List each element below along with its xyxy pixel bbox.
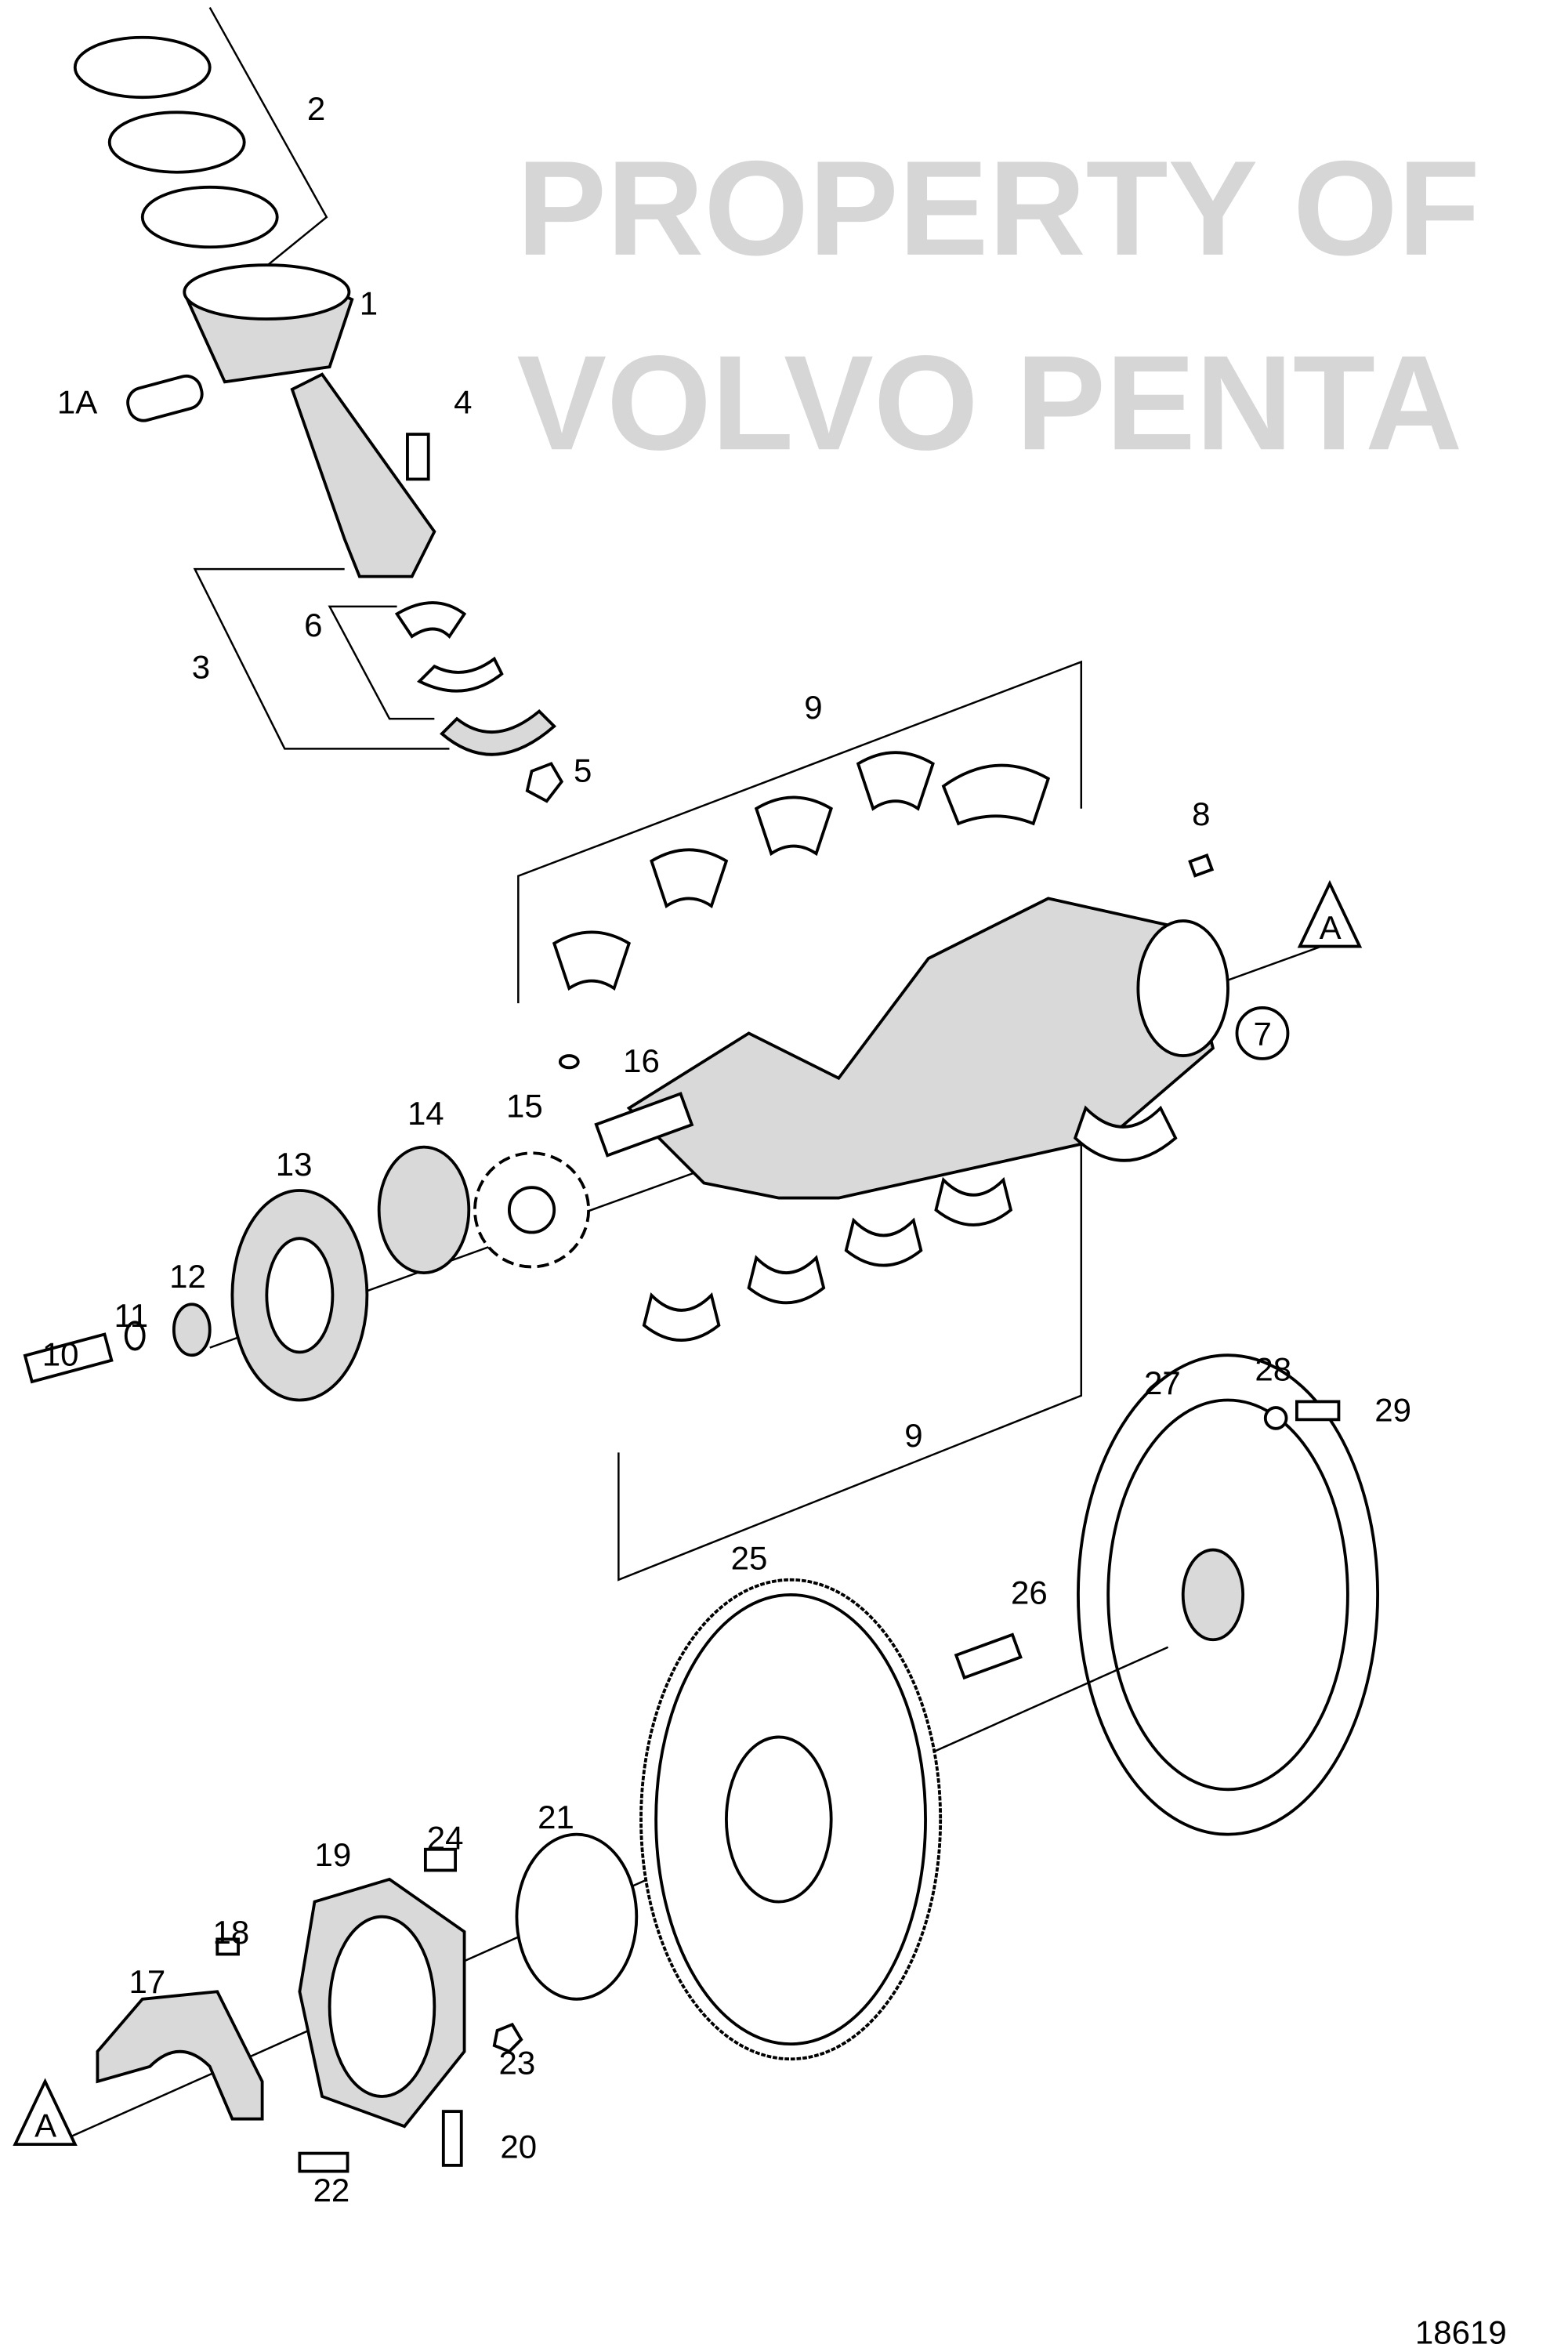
stud-20 <box>441 2110 463 2167</box>
callout-5: 5 <box>574 752 592 788</box>
rod-cap <box>440 709 557 756</box>
callout-15: 15 <box>506 1087 543 1124</box>
wear-ring <box>515 1832 639 2001</box>
section-marker-bottom-label: A <box>34 2107 56 2144</box>
section-marker-bottom: A <box>13 2078 78 2147</box>
callout-14: 14 <box>407 1095 444 1132</box>
washer <box>172 1303 212 1357</box>
callout-1A: 1A <box>57 383 97 420</box>
flywheel-bolt <box>954 1632 1023 1680</box>
callout-11: 11 <box>114 1297 148 1334</box>
main-bearings-upper <box>552 751 1051 991</box>
piston <box>183 263 354 384</box>
watermark: PROPERTY OF VOLVO PENTA <box>516 133 1479 478</box>
watermark-line-1: PROPERTY OF <box>516 133 1479 284</box>
bearing-cap <box>96 1990 264 2121</box>
dowel-pin <box>1188 853 1215 878</box>
flywheel <box>639 1578 943 2061</box>
dowel <box>215 1937 240 1956</box>
callout-4: 4 <box>454 383 472 420</box>
callout-23: 23 <box>499 2044 536 2081</box>
callout-6: 6 <box>304 607 322 643</box>
crankshaft <box>209 897 1331 1349</box>
callout-9: 9 <box>904 1417 922 1454</box>
callout-9: 9 <box>804 689 822 726</box>
piston-pin <box>126 374 204 422</box>
piston-rings <box>73 35 279 249</box>
section-marker-top-label: A <box>1320 909 1342 946</box>
callout-27: 27 <box>1144 1364 1181 1401</box>
flexplate <box>1077 1353 1380 1836</box>
connecting-rod <box>290 372 436 578</box>
callout-1: 1 <box>360 284 378 321</box>
callout-10: 10 <box>42 1336 79 1373</box>
callout-16: 16 <box>623 1042 660 1079</box>
plug <box>558 1054 580 1070</box>
callout-18: 18 <box>213 1914 250 1951</box>
spacer-washer <box>124 1321 146 1351</box>
key-hub <box>377 1145 471 1275</box>
callout-28: 28 <box>1255 1351 1291 1388</box>
callout-3: 3 <box>192 649 210 686</box>
housing-bolt <box>423 1847 458 1872</box>
callout-12: 12 <box>169 1258 206 1295</box>
callout-2: 2 <box>307 90 325 127</box>
callout-19: 19 <box>314 1836 351 1873</box>
housing-nut <box>492 2022 523 2053</box>
callout-24: 24 <box>427 1820 464 1857</box>
bearing-shell-upper <box>394 601 467 640</box>
callout-22: 22 <box>313 2172 350 2208</box>
flexplate-washer <box>1263 1406 1288 1430</box>
callout-7: 7 <box>1254 1016 1272 1053</box>
stud-22 <box>298 2151 349 2173</box>
watermark-line-2: VOLVO PENTA <box>516 328 1462 478</box>
bearing-shell-lower <box>417 656 504 693</box>
callout-26: 26 <box>1011 1574 1048 1611</box>
rod-bolt <box>406 433 430 481</box>
callout-29: 29 <box>1374 1391 1411 1428</box>
callout-25: 25 <box>731 1539 768 1576</box>
damper-bolt <box>23 1332 114 1384</box>
callout-circle-7 <box>1235 1006 1290 1060</box>
section-marker-top: A <box>1297 879 1363 948</box>
callout-8: 8 <box>1192 795 1210 832</box>
callout-21: 21 <box>538 1799 574 1835</box>
drawing-number: 18619 <box>1415 2314 1507 2348</box>
callout-13: 13 <box>276 1146 313 1183</box>
callout-17: 17 <box>129 1963 166 2000</box>
main-bearings-lower <box>642 1105 1178 1342</box>
flexplate-bolt <box>1295 1400 1341 1422</box>
rod-nut <box>525 762 564 803</box>
callout-20: 20 <box>500 2128 537 2165</box>
